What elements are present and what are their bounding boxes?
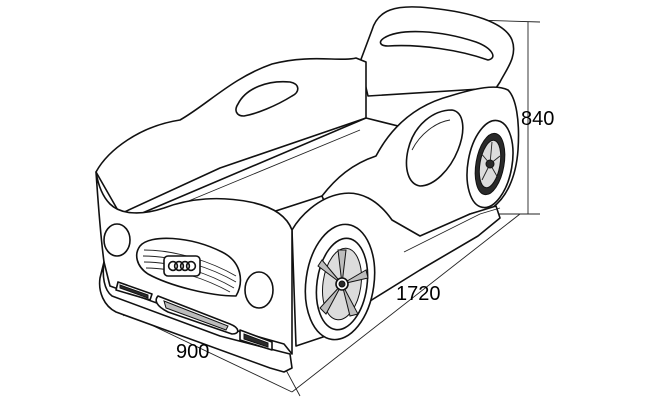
rear-wheel [466, 119, 514, 209]
audi-rings-icon [167, 260, 197, 272]
length-dimension-line [291, 213, 521, 393]
headboard [359, 6, 515, 97]
front-bumper [98, 261, 293, 373]
dimension-labels: 840 1720 900 [176, 108, 554, 363]
width-label: 900 [176, 341, 209, 363]
right-headlight [244, 271, 274, 309]
length-label: 1720 [396, 283, 441, 305]
front-wheel-spokes [317, 249, 369, 317]
rear-side-panel [95, 57, 367, 215]
height-label: 840 [521, 108, 554, 130]
left-headlight [103, 223, 131, 257]
front-hood [95, 171, 293, 355]
front-wheel [304, 223, 376, 341]
